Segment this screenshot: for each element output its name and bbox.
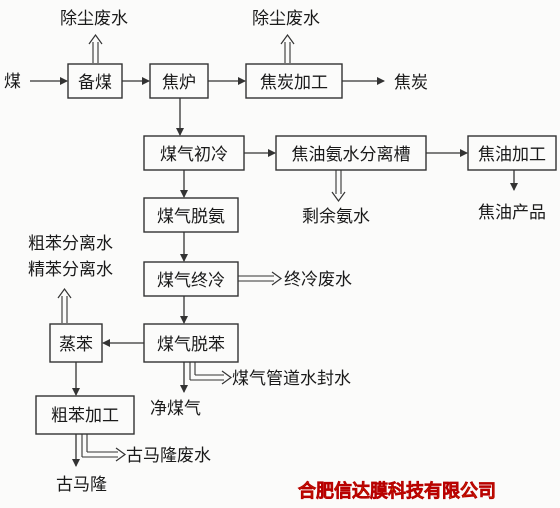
box-gas-final-cooling: [143, 261, 239, 297]
box-tar-processing: [467, 135, 557, 171]
label-dust-water-2: 除尘废水: [252, 9, 320, 29]
label-residual-ammonia-water: 剩余氨水: [302, 207, 370, 227]
label-dust-water-1: 除尘废水: [60, 9, 128, 29]
label-coke: 焦炭: [394, 73, 428, 93]
double-arrow-dust-water-1: [88, 33, 103, 63]
label-coumarone: 古马隆: [56, 475, 107, 495]
label-refined-benzene-water: 精苯分离水: [28, 260, 113, 280]
label-coumarone-wastewater: 古马隆废水: [126, 446, 211, 466]
label-gas-final-cooling: 煤气终冷: [157, 271, 225, 291]
label-gas-deammonia: 煤气脱氨: [157, 207, 225, 227]
label-final-cooling-wastewater: 终冷废水: [284, 270, 352, 290]
label-pipeline-seal-water: 煤气管道水封水: [232, 369, 351, 389]
label-gas-primary-cooling: 煤气初冷: [160, 145, 228, 165]
label-tar-processing: 焦油加工: [478, 145, 546, 165]
label-coal-prep: 备煤: [78, 73, 112, 93]
box-gas-deammonia: [143, 197, 239, 233]
label-crude-benzene-water: 粗苯分离水: [28, 234, 113, 254]
label-coke-oven: 焦炉: [162, 73, 196, 93]
double-arrow-coumarone-wastewater: [81, 434, 127, 462]
double-arrow-benzene-separation-water: [57, 287, 72, 323]
label-benzene-steaming: 蒸苯: [59, 335, 93, 355]
double-arrow-final-cooling-wastewater: [238, 271, 283, 286]
label-tar-ammonia-separator: 焦油氨水分离槽: [292, 145, 411, 165]
label-gas-debenzene: 煤气脱苯: [157, 335, 225, 355]
company-watermark: 合肥信达膜科技有限公司: [298, 480, 496, 502]
double-arrow-residual-ammonia: [331, 170, 346, 203]
double-arrow-dust-water-2: [280, 33, 295, 63]
label-crude-benzene-processing: 粗苯加工: [51, 406, 119, 426]
box-crude-benzene-processing: [35, 395, 135, 435]
label-tar-products: 焦油产品: [478, 203, 546, 223]
double-arrow-pipeline-seal-water: [189, 362, 233, 385]
label-clean-gas: 净煤气: [150, 399, 201, 419]
label-coke-processing: 焦炭加工: [260, 73, 328, 93]
label-coal: 煤: [4, 72, 21, 92]
